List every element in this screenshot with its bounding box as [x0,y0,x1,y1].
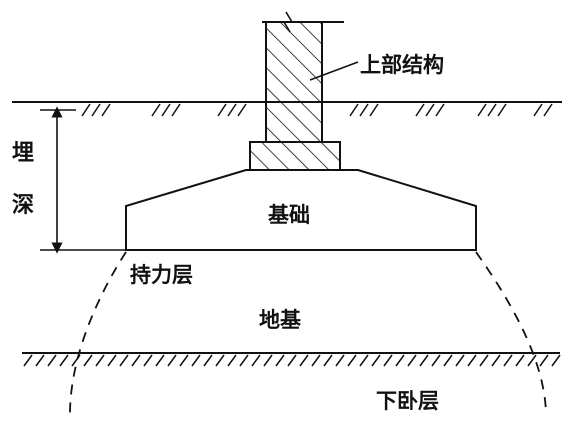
column [262,11,344,143]
underlying-layer-label: 下卧层 [376,389,439,413]
depth-label-bottom: 深 [12,193,34,218]
footing-outline [125,169,477,251]
subgrade-label: 地基 [259,308,302,332]
pressure-bulb-right [475,251,547,415]
footing-label: 基础 [268,203,310,227]
column-base [249,141,341,171]
bearing-layer-label: 持力层 [130,263,193,287]
superstructure-leader [309,61,359,81]
stratum-boundary-hatch [23,354,561,367]
pressure-bulb-left [69,251,127,415]
superstructure-label: 上部结构 [360,53,444,77]
ground-surface-hatch [81,103,553,117]
depth-label-top: 埋 [12,141,34,166]
